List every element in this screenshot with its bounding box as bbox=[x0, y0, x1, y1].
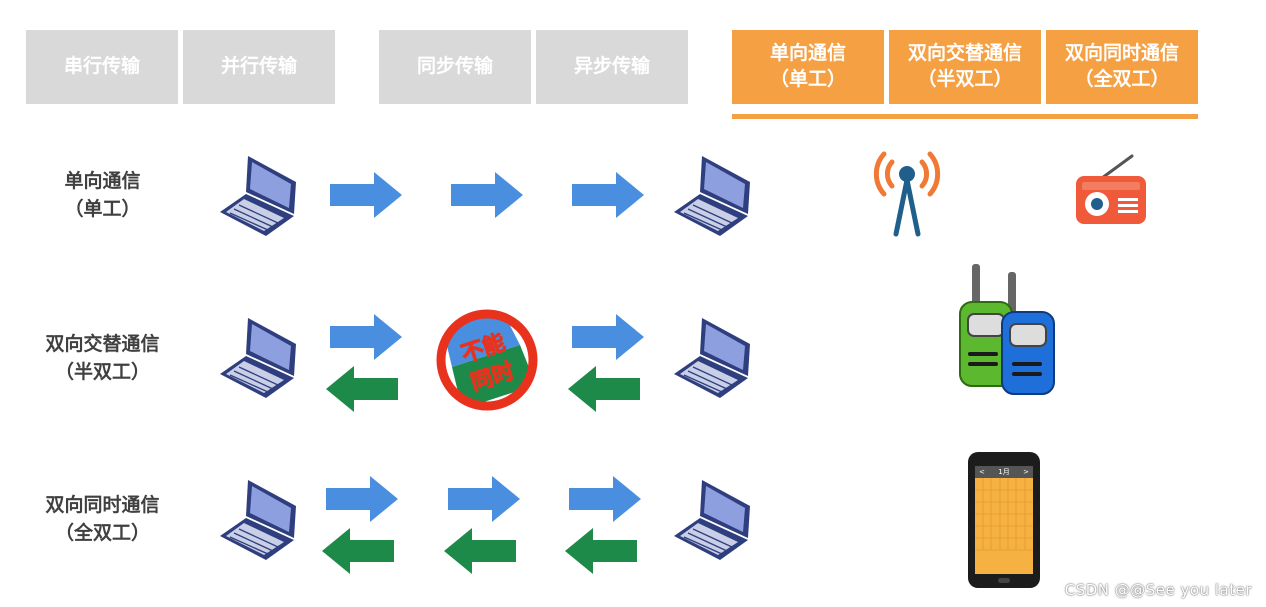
watermark: CSDN @@See you later bbox=[1064, 581, 1252, 599]
forward-arrow-icon bbox=[572, 172, 644, 218]
laptop-icon bbox=[674, 480, 750, 560]
forward-arrow-icon bbox=[569, 476, 641, 522]
tab-label: 并行传输 bbox=[220, 55, 297, 78]
backward-arrow-icon bbox=[565, 528, 637, 574]
tab-label-line1: 单向通信 bbox=[769, 42, 846, 65]
smartphone-screen: < 1月 > bbox=[975, 466, 1033, 574]
laptop-icon bbox=[674, 156, 750, 236]
radio-icon bbox=[1076, 154, 1146, 224]
row-label-line1: 单向通信 bbox=[64, 170, 141, 192]
forward-arrow-icon bbox=[572, 314, 644, 360]
row-label-full-duplex: 双向同时通信 （全双工） bbox=[20, 492, 185, 547]
laptop-icon bbox=[674, 318, 750, 398]
broadcast-tower-icon bbox=[873, 151, 941, 237]
tab-label-line1: 双向交替通信 bbox=[907, 42, 1022, 65]
tab-half-duplex[interactable]: 双向交替通信 （半双工） bbox=[889, 30, 1041, 104]
tab-simplex[interactable]: 单向通信 （单工） bbox=[732, 30, 884, 104]
tab-synchronous-transmission[interactable]: 同步传输 bbox=[379, 30, 531, 104]
laptop-icon bbox=[220, 156, 296, 236]
tab-label-line2: （半双工） bbox=[917, 68, 1013, 90]
row-label-line2: （全双工） bbox=[54, 521, 150, 544]
forward-arrow-icon bbox=[448, 476, 520, 522]
row-label-line1: 双向交替通信 bbox=[45, 333, 160, 355]
tab-asynchronous-transmission[interactable]: 异步传输 bbox=[536, 30, 688, 104]
backward-arrow-icon bbox=[326, 366, 398, 412]
forward-arrow-icon bbox=[326, 476, 398, 522]
laptop-icon bbox=[220, 318, 296, 398]
row-label-line2: （半双工） bbox=[54, 360, 150, 383]
tab-label: 同步传输 bbox=[416, 55, 493, 78]
row-label-simplex: 单向通信 （单工） bbox=[20, 168, 185, 223]
row-label-line1: 双向同时通信 bbox=[45, 494, 160, 516]
tab-serial-transmission[interactable]: 串行传输 bbox=[26, 30, 178, 104]
walkie-talkie-icon bbox=[959, 264, 1055, 395]
home-button bbox=[998, 578, 1010, 583]
backward-arrow-icon bbox=[444, 528, 516, 574]
tab-label: 异步传输 bbox=[573, 55, 650, 78]
forward-arrow-icon bbox=[451, 172, 523, 218]
not-simultaneous-badge: 不能 同时 bbox=[436, 309, 538, 411]
calendar-month: 1月 bbox=[998, 468, 1010, 476]
tab-full-duplex[interactable]: 双向同时通信 （全双工） bbox=[1046, 30, 1198, 104]
forward-arrow-icon bbox=[330, 172, 402, 218]
backward-arrow-icon bbox=[568, 366, 640, 412]
tab-label: 串行传输 bbox=[63, 55, 140, 78]
backward-arrow-icon bbox=[322, 528, 394, 574]
laptop-icon bbox=[220, 480, 296, 560]
calendar-header: < 1月 > bbox=[975, 466, 1033, 478]
forward-arrow-icon bbox=[330, 314, 402, 360]
tab-label-line2: （单工） bbox=[769, 68, 846, 90]
smartphone-icon: < 1月 > bbox=[968, 452, 1040, 588]
tab-label-line1: 双向同时通信 bbox=[1064, 42, 1179, 65]
tab-parallel-transmission[interactable]: 并行传输 bbox=[183, 30, 335, 104]
row-label-line2: （单工） bbox=[64, 197, 141, 220]
row-label-half-duplex: 双向交替通信 （半双工） bbox=[20, 331, 185, 386]
tab-label-line2: （全双工） bbox=[1074, 68, 1170, 90]
active-group-underline bbox=[732, 114, 1198, 119]
calendar-next-icon: > bbox=[1023, 468, 1029, 476]
calendar-prev-icon: < bbox=[979, 468, 985, 476]
calendar-grid bbox=[975, 478, 1033, 551]
